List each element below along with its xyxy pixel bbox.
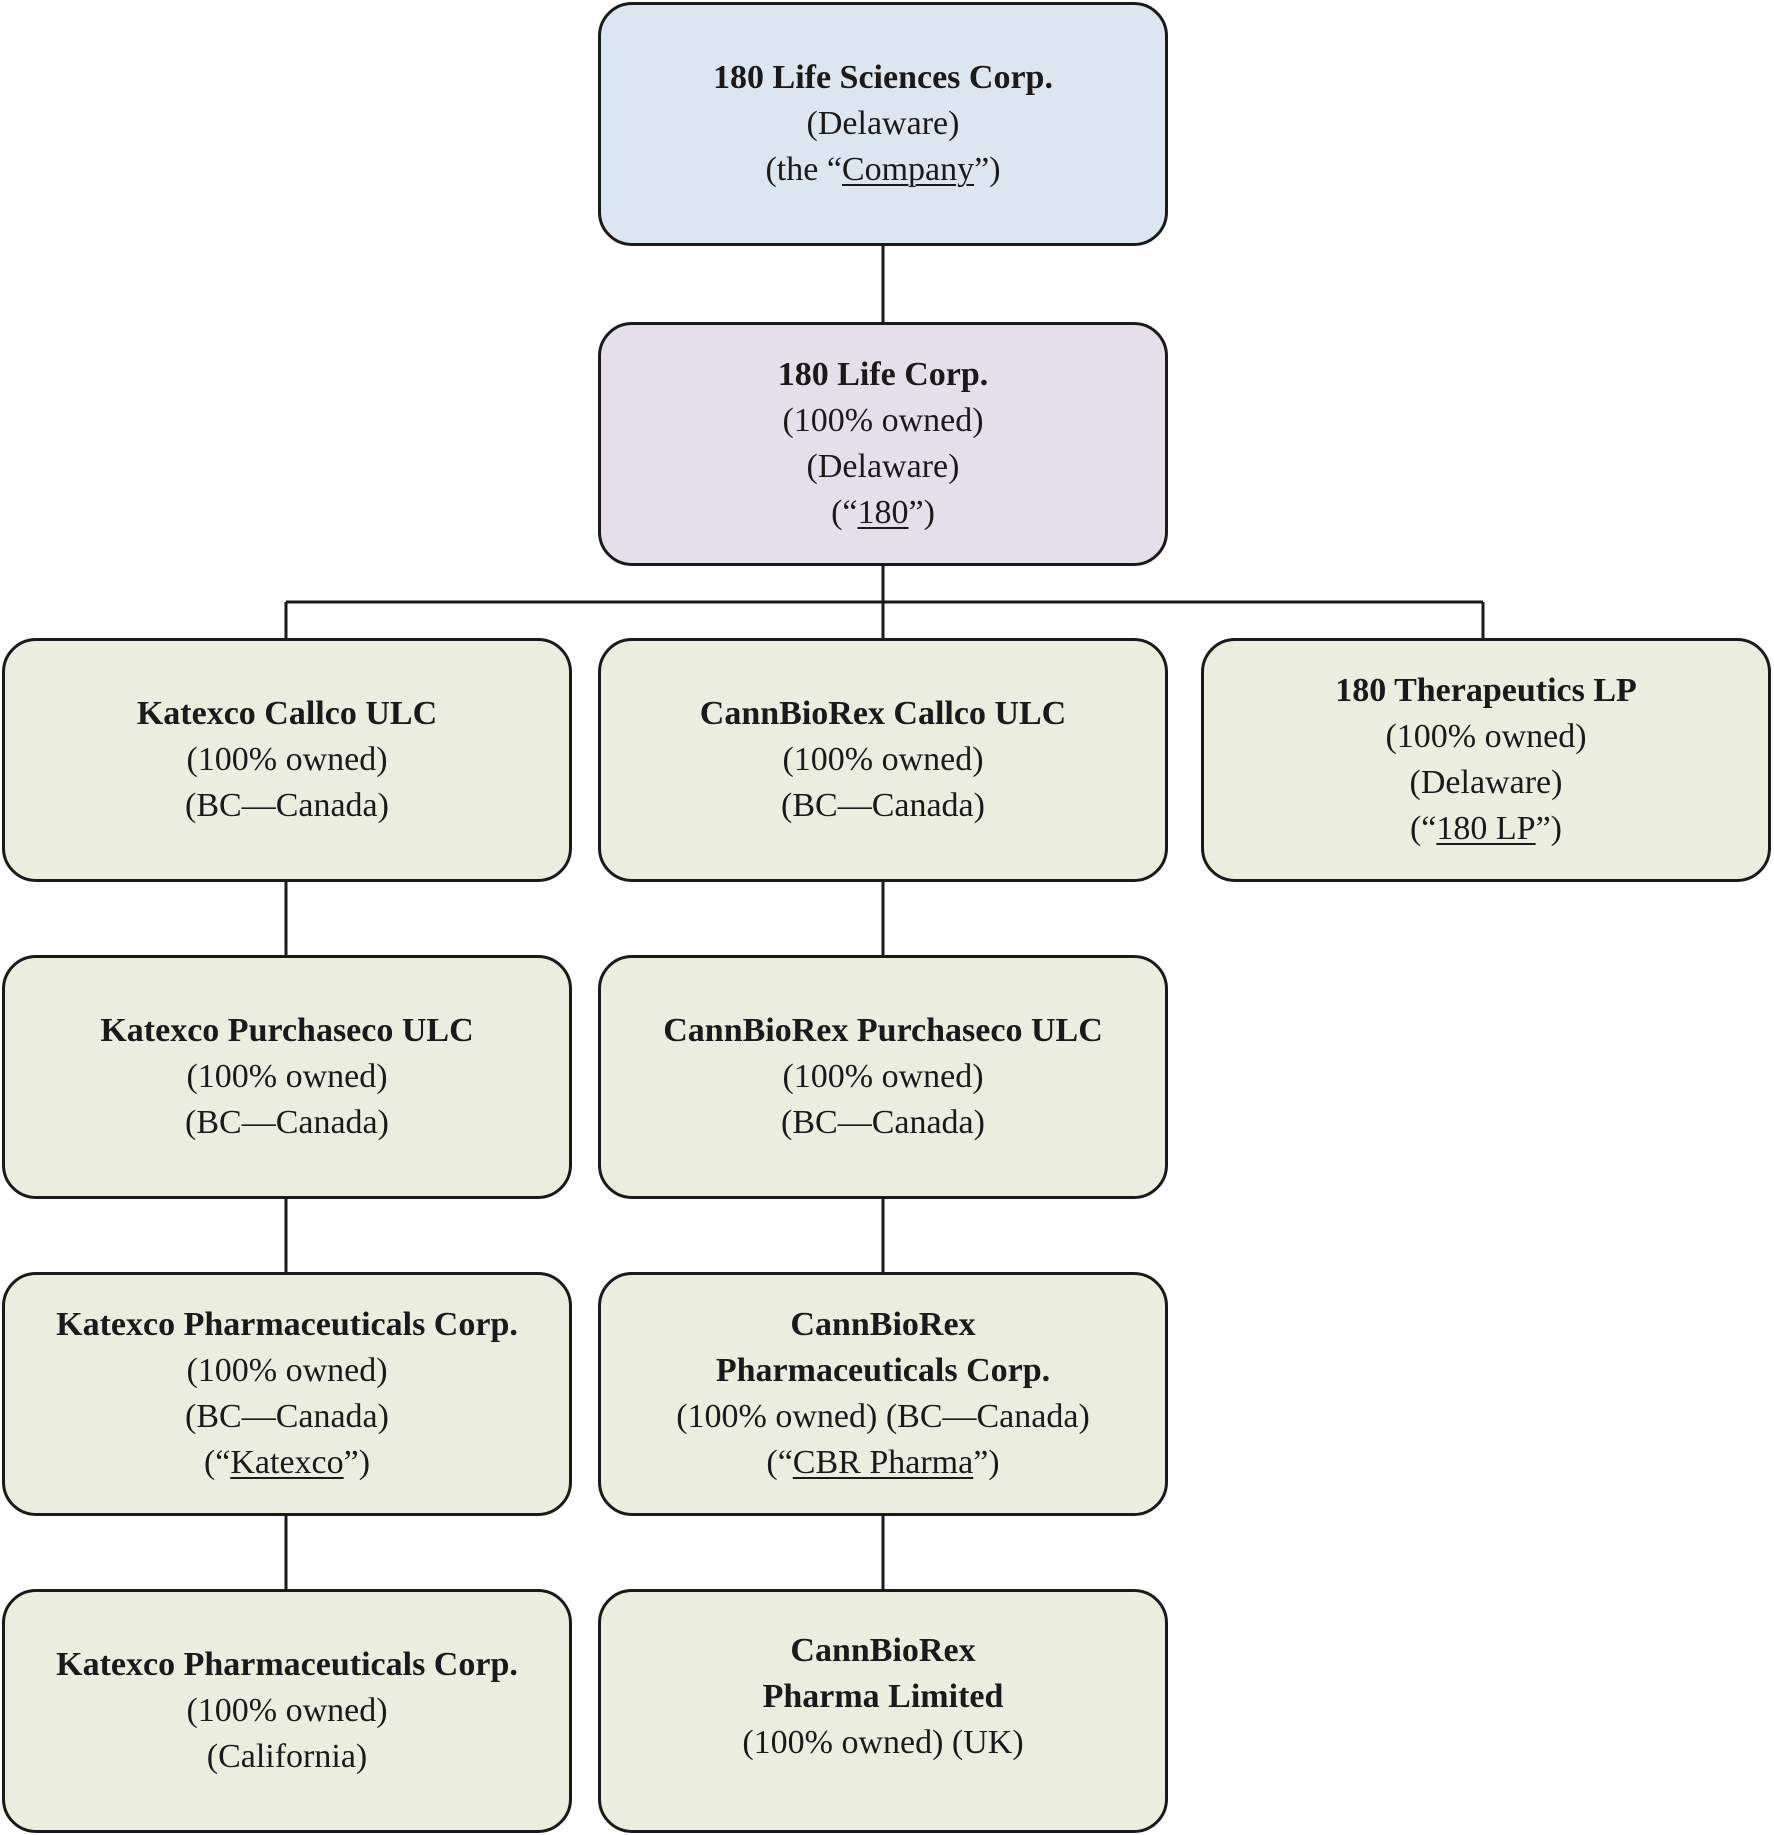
therapeutics-lp-name: 180 Therapeutics LP [1335, 672, 1637, 709]
katexco-pharma-bc-alias-term: Katexco [230, 1444, 344, 1481]
cbr-pharma-alias: (“CBR Pharma”) [766, 1444, 1000, 1481]
life-corp-box: 180 Life Corp. (100% owned) (Delaware) (… [598, 322, 1168, 566]
cbr-pharma-name-line1: CannBioRex [790, 1306, 976, 1343]
katexco-pharma-ca-ownership: (100% owned) [186, 1692, 388, 1729]
katexco-callco-name: Katexco Callco ULC [136, 695, 438, 732]
company-alias: (the “Company”) [765, 151, 1001, 188]
therapeutics-lp-alias: (“180 LP”) [1409, 810, 1563, 847]
cbr-pharma-name-line2: Pharmaceuticals Corp. [715, 1352, 1051, 1389]
therapeutics-lp-jurisdiction: (Delaware) [1409, 764, 1563, 801]
life-corp-jurisdiction: (Delaware) [806, 448, 960, 485]
katexco-purchaseco-jurisdiction: (BC—Canada) [185, 1104, 389, 1141]
company-box: 180 Life Sciences Corp. (Delaware) (the … [598, 2, 1168, 246]
company-name: 180 Life Sciences Corp. [713, 59, 1053, 96]
therapeutics-lp-box: 180 Therapeutics LP (100% owned) (Delawa… [1201, 638, 1771, 882]
cbr-pharma-alias-term: CBR Pharma [792, 1444, 974, 1481]
katexco-pharma-bc-name: Katexco Pharmaceuticals Corp. [56, 1306, 518, 1343]
cbr-pharma-box: CannBioRex Pharmaceuticals Corp. (100% o… [598, 1272, 1168, 1516]
cannbiorex-uk-name-line2: Pharma Limited [762, 1678, 1004, 1715]
company-jurisdiction: (Delaware) [806, 105, 960, 142]
katexco-pharma-bc-alias: (“Katexco”) [203, 1444, 371, 1481]
cannbiorex-uk-ownership-jurisdiction: (100% owned) (UK) [742, 1724, 1024, 1761]
cannbiorex-uk-name-line1: CannBioRex [790, 1632, 976, 1669]
cannbiorex-purchaseco-jurisdiction: (BC—Canada) [781, 1104, 985, 1141]
katexco-purchaseco-box: Katexco Purchaseco ULC (100% owned) (BC—… [2, 955, 572, 1199]
cbr-pharma-ownership-jurisdiction: (100% owned) (BC—Canada) [676, 1398, 1090, 1435]
cannbiorex-uk-box: CannBioRex Pharma Limited (100% owned) (… [598, 1589, 1168, 1833]
life-corp-name: 180 Life Corp. [777, 356, 989, 393]
katexco-callco-box: Katexco Callco ULC (100% owned) (BC—Cana… [2, 638, 572, 882]
katexco-pharma-bc-box: Katexco Pharmaceuticals Corp. (100% owne… [2, 1272, 572, 1516]
life-corp-ownership: (100% owned) [782, 402, 984, 439]
cannbiorex-purchaseco-name: CannBioRex Purchaseco ULC [663, 1012, 1103, 1049]
therapeutics-lp-ownership: (100% owned) [1385, 718, 1587, 755]
katexco-purchaseco-name: Katexco Purchaseco ULC [100, 1012, 474, 1049]
katexco-pharma-ca-box: Katexco Pharmaceuticals Corp. (100% owne… [2, 1589, 572, 1833]
cannbiorex-callco-ownership: (100% owned) [782, 741, 984, 778]
katexco-pharma-bc-ownership: (100% owned) [186, 1352, 388, 1389]
life-corp-alias-term: 180 [857, 494, 909, 531]
company-alias-term: Company [841, 151, 975, 188]
cannbiorex-purchaseco-box: CannBioRex Purchaseco ULC (100% owned) (… [598, 955, 1168, 1199]
life-corp-alias: (“180”) [831, 494, 935, 531]
cannbiorex-callco-box: CannBioRex Callco ULC (100% owned) (BC—C… [598, 638, 1168, 882]
katexco-pharma-ca-name: Katexco Pharmaceuticals Corp. [56, 1646, 518, 1683]
therapeutics-lp-alias-term: 180 LP [1436, 810, 1536, 847]
cannbiorex-callco-name: CannBioRex Callco ULC [699, 695, 1067, 732]
katexco-purchaseco-ownership: (100% owned) [186, 1058, 388, 1095]
cannbiorex-purchaseco-ownership: (100% owned) [782, 1058, 984, 1095]
katexco-pharma-ca-jurisdiction: (California) [206, 1738, 368, 1775]
cannbiorex-callco-jurisdiction: (BC—Canada) [781, 787, 985, 824]
katexco-callco-ownership: (100% owned) [186, 741, 388, 778]
katexco-callco-jurisdiction: (BC—Canada) [185, 787, 389, 824]
katexco-pharma-bc-jurisdiction: (BC—Canada) [185, 1398, 389, 1435]
